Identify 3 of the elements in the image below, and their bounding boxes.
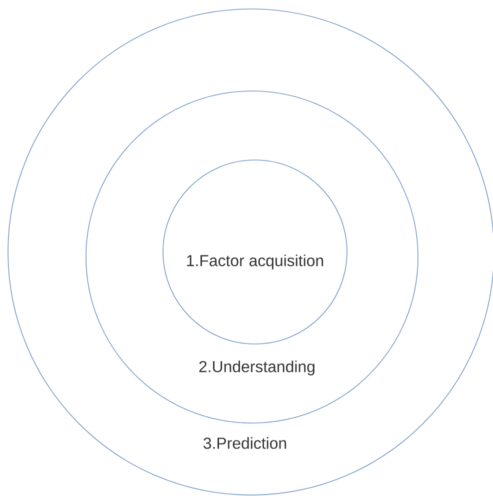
- circle-label: 1.Factor acquisition: [187, 254, 324, 270]
- circle-label: 2.Understanding: [199, 360, 314, 376]
- circle-label: 3.Prediction: [204, 437, 286, 449]
